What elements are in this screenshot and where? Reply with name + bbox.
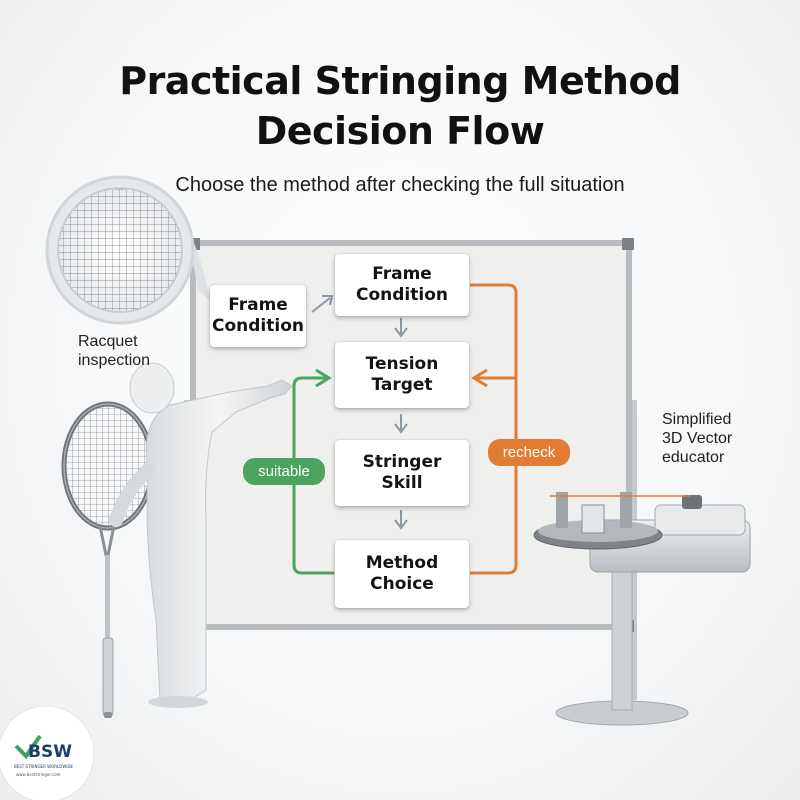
suitable-pill: suitable: [243, 458, 325, 485]
step-stringer-skill: Stringer Skill: [335, 440, 469, 506]
logo-url: www.beststringer.com: [16, 772, 61, 777]
racquet-icon: [61, 401, 155, 718]
suitable-loop-arrowhead: [315, 368, 332, 388]
racquet-inspection-label: Racquet inspection: [78, 333, 151, 369]
step-tension-target: Tension Target: [335, 342, 469, 408]
recheck-pill: recheck: [488, 439, 570, 466]
flow-arrows: [311, 295, 408, 530]
bsw-logo: [0, 705, 95, 800]
logo-tagline: BEST STRINGER WORLDWIDE: [14, 764, 74, 769]
callout-frame-condition-box: Frame Condition: [210, 285, 306, 347]
recheck-loop-arrowhead: [471, 368, 488, 388]
stringing-machine-icon: [533, 492, 751, 726]
page-subtitle: Choose the method after checking the ful…: [175, 174, 625, 196]
magnifier-lens-icon: [45, 175, 210, 325]
logo-name: BSW: [28, 742, 72, 762]
educator-label: Simplified 3D Vector educator: [662, 411, 733, 466]
page-title: Practical Stringing Method Decision Flow: [119, 59, 681, 153]
recheck-loop-line: [470, 283, 518, 575]
step-frame-condition: Frame Condition: [335, 254, 469, 316]
step-method-choice: Method Choice: [335, 540, 469, 608]
educator-figure-icon: [109, 362, 293, 708]
